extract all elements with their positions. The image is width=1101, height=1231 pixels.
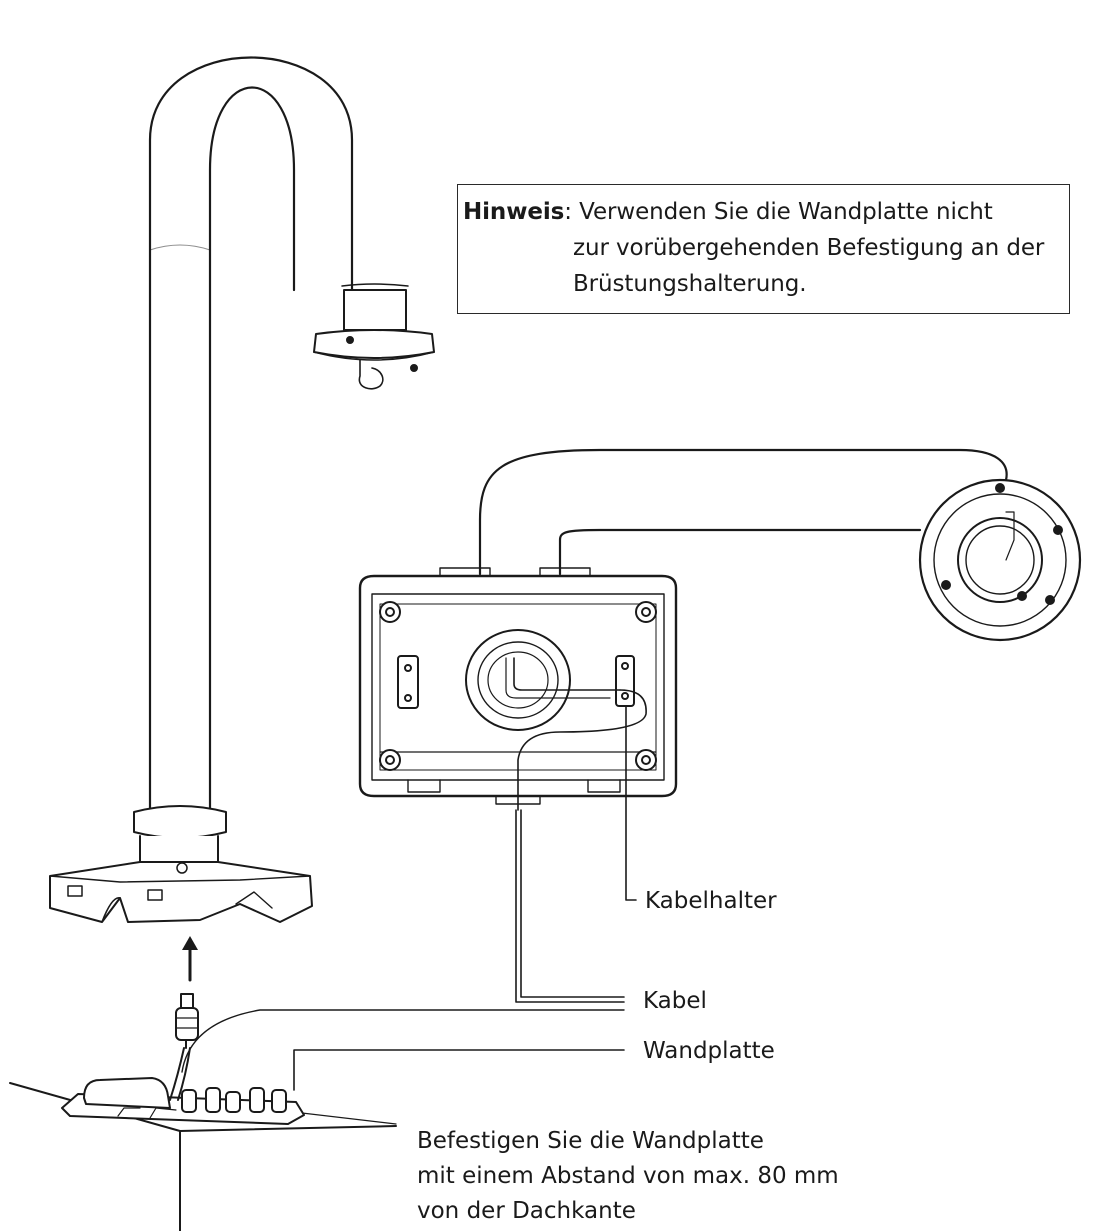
parapet-mount-arm bbox=[49, 56, 435, 923]
callout-cable: Kabel bbox=[643, 988, 707, 1014]
wall-plate bbox=[61, 1077, 305, 1125]
callout-cable-holder: Kabelhalter bbox=[645, 888, 777, 914]
instruction-line-3: von der Dachkante bbox=[417, 1198, 636, 1224]
note-line-2: zur vorübergehenden Befestigung an der bbox=[573, 235, 1045, 261]
instruction-line-2: mit einem Abstand von max. 80 mm bbox=[417, 1163, 839, 1189]
cable-connector bbox=[169, 993, 199, 1101]
leader-cable-b bbox=[520, 809, 625, 998]
note-line-text-1: Verwenden Sie die Wandplatte nicht bbox=[579, 199, 993, 225]
leader-wall-plate bbox=[293, 1049, 625, 1091]
leader-cable-a bbox=[515, 809, 625, 1003]
leader-lines bbox=[181, 705, 637, 1091]
leader-cable-holder bbox=[625, 705, 637, 901]
note-box bbox=[457, 184, 1070, 314]
note-label: Hinweis bbox=[463, 199, 565, 225]
instruction-line-1: Befestigen Sie die Wandplatte bbox=[417, 1128, 764, 1154]
wall-mount-arm bbox=[358, 448, 1082, 811]
note-line-3: Brüstungshalterung. bbox=[573, 271, 807, 297]
note-separator: : bbox=[564, 199, 572, 225]
mounting-instruction: Befestigen Sie die Wandplatte mit einem … bbox=[417, 1124, 839, 1229]
callout-wall-plate: Wandplatte bbox=[643, 1038, 775, 1064]
note-line-1: Hinweis: Verwenden Sie die Wandplatte ni… bbox=[463, 194, 993, 230]
arrow-up-icon bbox=[182, 936, 198, 982]
